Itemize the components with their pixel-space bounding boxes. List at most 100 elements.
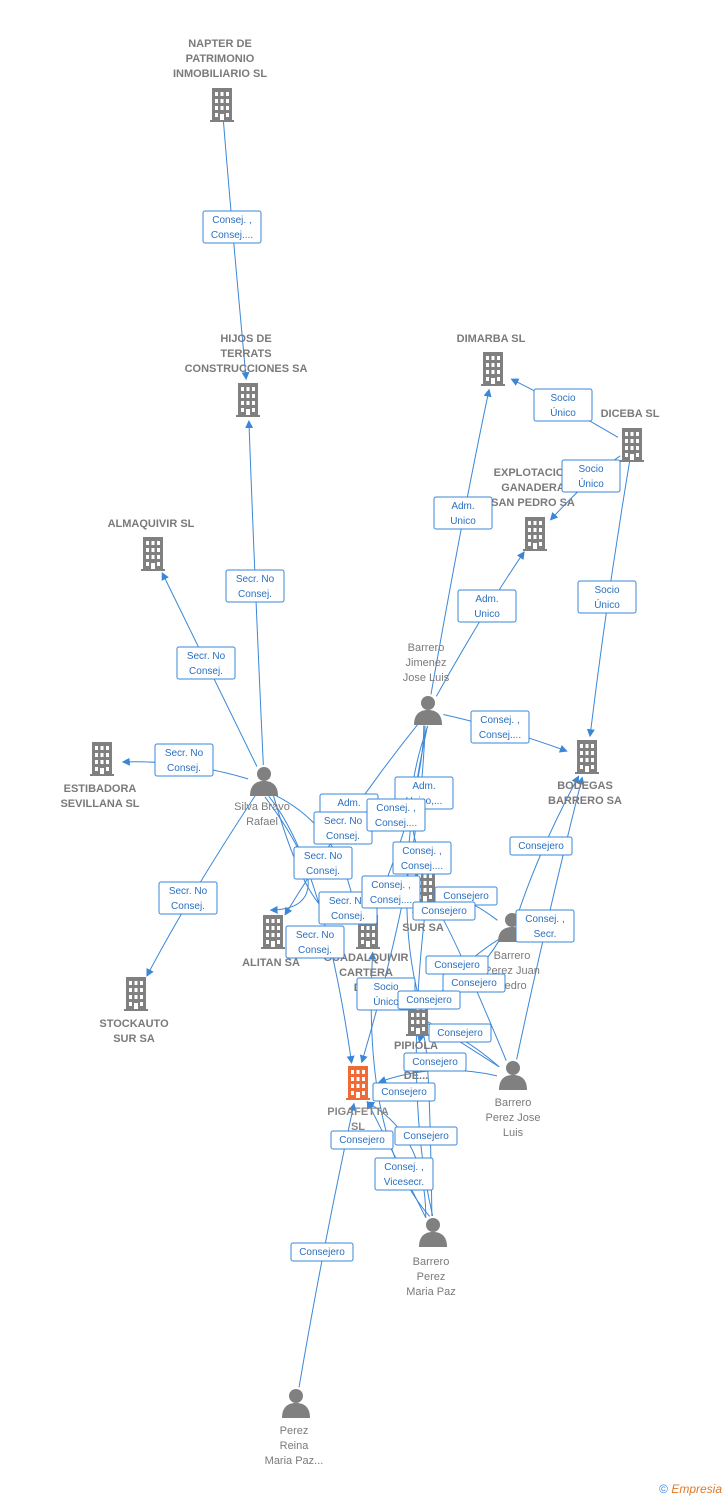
node-label: Perez — [280, 1425, 309, 1437]
edge-label[interactable]: Consejero — [425, 955, 489, 975]
edge-label-text: Consej. — [298, 945, 332, 956]
edge-label-box — [397, 990, 461, 1010]
node-label: PIPIOLA — [394, 1040, 438, 1052]
edge-label[interactable]: Consej. ,Consej.... — [470, 710, 530, 744]
building-icon[interactable] — [236, 383, 260, 417]
edge-label[interactable]: Consej. , Consej.... — [361, 875, 421, 909]
edge-label-text: Único — [373, 995, 399, 1008]
node-dimarba[interactable]: DIMARBA SL — [457, 333, 526, 386]
edge-label[interactable]: Consejero — [428, 1023, 492, 1043]
edge-label[interactable]: Adm. Unico — [433, 496, 493, 530]
node-diceba[interactable]: DICEBA SL — [601, 408, 660, 462]
person-icon[interactable] — [282, 1389, 310, 1418]
building-icon[interactable] — [620, 428, 644, 462]
node-label: Barrero — [494, 950, 531, 962]
edge-label-text: Secr. — [534, 929, 557, 940]
edge-label[interactable]: Consejero — [509, 836, 573, 856]
node-label: INMOBILIARIO SL — [173, 68, 267, 80]
edge-label[interactable]: Consejero — [372, 1082, 436, 1102]
edge-label[interactable]: Consej. ,Consej.... — [392, 841, 452, 875]
building-icon[interactable] — [575, 740, 599, 774]
edge-label-text: Único — [578, 477, 604, 490]
node-label: STOCKAUTO — [99, 1018, 169, 1030]
building-icon[interactable] — [261, 915, 285, 949]
building-icon[interactable] — [124, 977, 148, 1011]
node-label: GANADERA — [501, 482, 565, 494]
node-label: SUR SA — [402, 922, 444, 934]
empresia-logo[interactable]: Empresia — [671, 1482, 722, 1496]
edge-label[interactable]: Consejero — [403, 1052, 467, 1072]
edge-label[interactable]: Consejero — [397, 990, 461, 1010]
edge-labels-layer: Consej. ,Consej....SocioÚnicoSocioÚnicoA… — [154, 210, 637, 1262]
building-icon[interactable] — [141, 537, 165, 571]
person-icon[interactable] — [499, 1061, 527, 1090]
edge-label-text: Unico — [450, 516, 476, 527]
edge-label[interactable]: Consejero — [290, 1242, 354, 1262]
edge-label-box — [158, 881, 218, 915]
node-label: Rafael — [246, 816, 278, 828]
edge-label[interactable]: Consejero — [330, 1130, 394, 1150]
node-label: HIJOS DE — [220, 333, 271, 345]
edge-label-text: Consej. , — [376, 803, 415, 814]
node-stockauto[interactable]: STOCKAUTO SUR SA — [99, 977, 169, 1045]
person-icon[interactable] — [250, 767, 278, 796]
person-icon[interactable] — [419, 1218, 447, 1247]
edge-label-text: Consejero — [339, 1135, 385, 1146]
building-icon[interactable] — [90, 742, 114, 776]
node-label: EXPLOTACION — [494, 467, 573, 479]
node-almaquivir[interactable]: ALMAQUIVIR SL — [108, 518, 195, 571]
edge-label-text: Adm. — [451, 501, 474, 512]
edge-label[interactable]: Consejero — [394, 1126, 458, 1146]
building-icon[interactable] — [210, 88, 234, 122]
node-label: Barrero — [408, 642, 445, 654]
edge-label-text: Secr. No — [187, 651, 226, 662]
node-label: Luis — [503, 1127, 524, 1139]
edge-label-text: Consej. , — [371, 880, 410, 891]
edge-label[interactable]: Consejero — [412, 901, 476, 921]
edge-label[interactable]: Consej. ,Vicesecr. — [374, 1157, 434, 1191]
edge-label-text: Consej.... — [370, 895, 412, 906]
edge-label-text: Socio — [594, 585, 619, 596]
building-icon[interactable] — [346, 1066, 370, 1100]
node-label: SAN PEDRO SA — [491, 497, 575, 509]
edge-label-box — [290, 1242, 354, 1262]
edge-label-box — [202, 210, 262, 244]
edge-label[interactable]: Consej. ,Consej.... — [202, 210, 262, 244]
node-alitan[interactable]: ALITAN SA — [242, 915, 300, 969]
node-label: SUR SA — [113, 1033, 155, 1045]
edge-label-box — [285, 925, 345, 959]
edge-label[interactable]: Consejero — [442, 973, 506, 993]
person-icon[interactable] — [414, 696, 442, 725]
node-explotacion[interactable]: EXPLOTACION GANADERA SAN PEDRO SA — [491, 467, 575, 551]
building-icon[interactable] — [523, 517, 547, 551]
edge-label-text: Consej. , — [212, 215, 251, 226]
edge-label-box — [428, 1023, 492, 1043]
edge-label[interactable]: Adm.Unico — [457, 589, 517, 623]
edge-label[interactable]: Consej. ,Consej.... — [366, 798, 426, 832]
building-icon[interactable] — [481, 352, 505, 386]
node-label: Barrero — [413, 1256, 450, 1268]
edge-label[interactable]: Consej. ,Secr. — [515, 909, 575, 943]
edge-label-text: Socio — [578, 464, 603, 475]
edge-label-box — [366, 798, 426, 832]
